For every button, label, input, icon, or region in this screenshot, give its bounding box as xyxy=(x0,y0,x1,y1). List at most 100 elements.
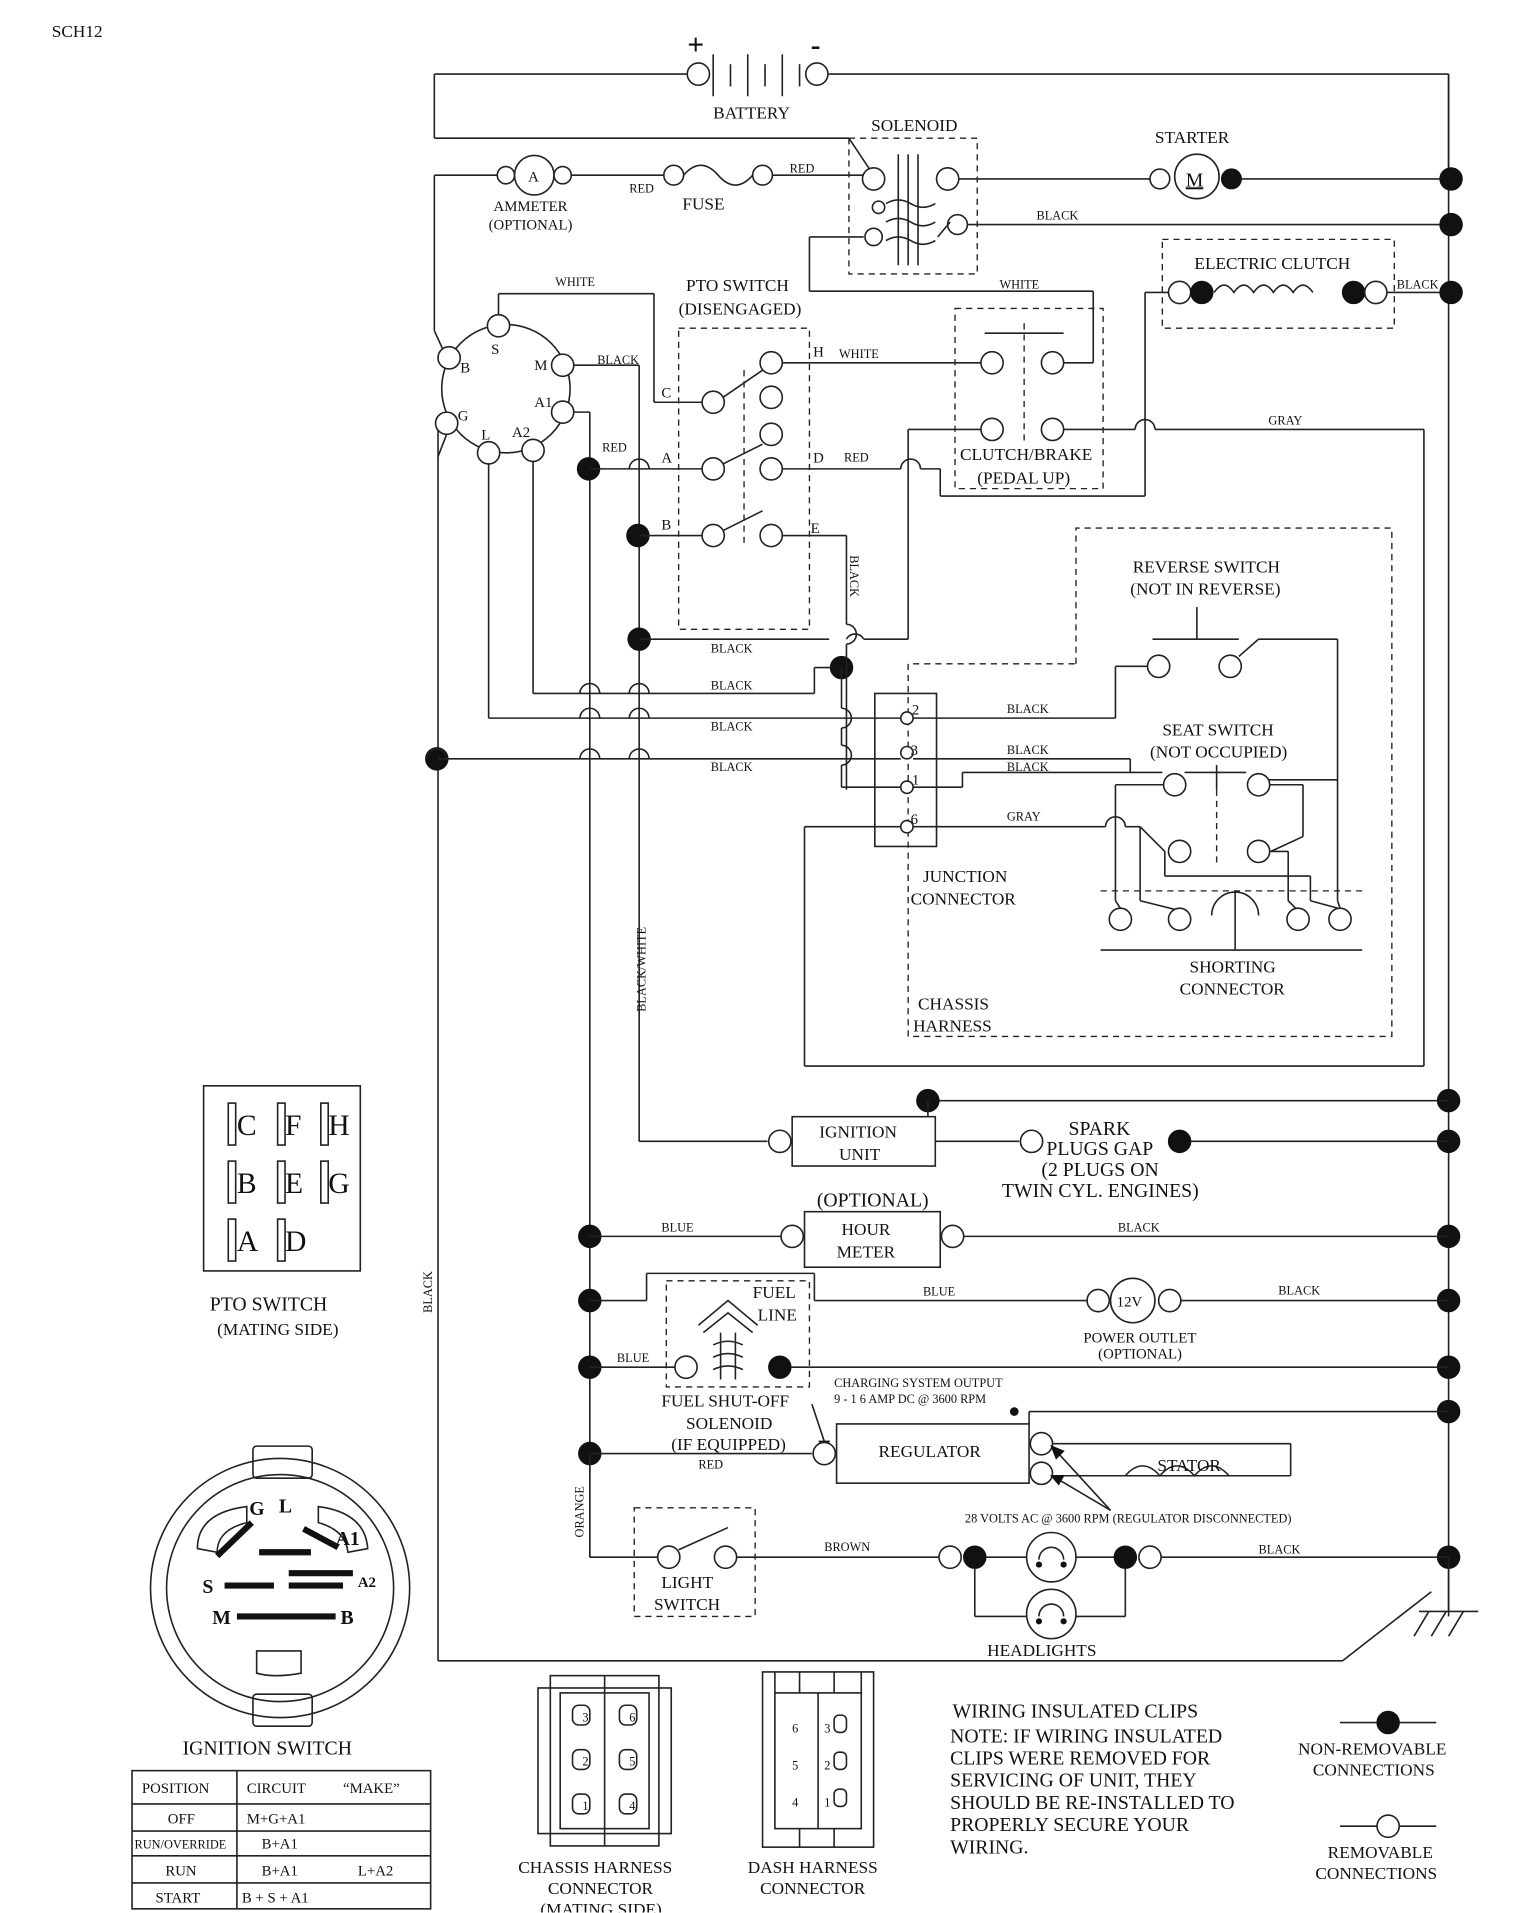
pto-terminal-c: C xyxy=(661,385,671,401)
fuel-line-label-2: LINE xyxy=(758,1305,797,1324)
spark-plugs-label-2: PLUGS GAP xyxy=(1046,1138,1153,1160)
notes-line-1: WIRING INSULATED CLIPS xyxy=(953,1701,1199,1723)
ignition-face-b: B xyxy=(341,1607,354,1629)
spark-plugs-label-4: TWIN CYL. ENGINES) xyxy=(1002,1180,1199,1202)
pto-mating-letter-c: C xyxy=(237,1110,257,1142)
wire-label-gray: GRAY xyxy=(1268,413,1302,427)
ignition-terminal-b: B xyxy=(460,361,470,377)
dash-harness-connector: 6 3 5 2 4 1 DASH HARNESS CONNECTOR xyxy=(748,1671,878,1898)
junction-pin-2: 2 xyxy=(912,702,919,718)
hour-meter-optional: (OPTIONAL) xyxy=(817,1190,929,1212)
power-outlet-symbol: 12V xyxy=(1117,1295,1143,1311)
table-row-start-position: START xyxy=(155,1891,200,1907)
light-switch-label-2: SWITCH xyxy=(654,1595,720,1614)
junction-label-1: JUNCTION xyxy=(923,867,1008,886)
wire-label-blue: BLUE xyxy=(923,1285,955,1299)
pto-mating-grid: C F H B E G A D xyxy=(227,1102,350,1262)
fuse: FUSE xyxy=(663,164,774,214)
wire-label-black: BLACK xyxy=(1259,1542,1301,1556)
table-header-make: “MAKE” xyxy=(343,1781,400,1797)
regulator: REGULATOR xyxy=(812,1423,1054,1486)
wire-label-black: BLACK xyxy=(1118,1220,1160,1234)
shorting-connector: SHORTING CONNECTOR xyxy=(1100,890,1368,999)
seat-switch-label: SEAT SWITCH xyxy=(1162,720,1273,739)
junction-pin-1: 1 xyxy=(912,773,919,789)
wire-label-white: WHITE xyxy=(999,278,1039,292)
table-row-run-position: RUN xyxy=(165,1864,197,1880)
wire-crossovers xyxy=(426,458,650,759)
wire-label-red: RED xyxy=(602,441,627,455)
pto-terminal-h: H xyxy=(813,345,824,361)
ignition-circuit-table: POSITION CIRCUIT “MAKE” OFF M+G+A1 RUN/O… xyxy=(131,1769,432,1910)
headlights-label: HEADLIGHTS xyxy=(987,1641,1096,1660)
ammeter: A AMMETER (OPTIONAL) xyxy=(489,154,573,234)
schematic-code: SCH12 xyxy=(52,22,103,41)
fuel-line-label-1: FUEL xyxy=(753,1283,796,1302)
fuel-shutoff-solenoid: FUEL LINE FUEL SHUT-OFF SOLENOID (IF EQU… xyxy=(661,1280,811,1454)
fuel-solenoid-label-3: (IF EQUIPPED) xyxy=(671,1435,786,1454)
wire-label-brown: BROWN xyxy=(824,1540,870,1554)
wire-label-gray: GRAY xyxy=(1007,810,1041,824)
junction-label-2: CONNECTOR xyxy=(911,889,1017,908)
light-switch-label-1: LIGHT xyxy=(661,1573,713,1592)
battery: + - BATTERY xyxy=(433,29,1450,179)
spark-plugs-label-3: (2 PLUGS ON xyxy=(1041,1159,1158,1181)
table-row-run-circuit: B+A1 xyxy=(262,1864,298,1880)
junction-connector: 2 3 1 6 JUNCTION CONNECTOR xyxy=(874,692,1017,908)
notes-line-4: SERVICING OF UNIT, THEY xyxy=(950,1770,1197,1792)
ignition-face-l: L xyxy=(279,1496,292,1518)
pto-switch-label: PTO SWITCH xyxy=(686,276,789,295)
notes-line-5: SHOULD BE RE-INSTALLED TO xyxy=(950,1792,1234,1814)
battery-label: BATTERY xyxy=(713,103,790,122)
ignition-terminal-a2: A2 xyxy=(512,425,530,441)
ignition-face-a2: A2 xyxy=(358,1575,376,1591)
dash-pin-3: 3 xyxy=(824,1721,830,1735)
table-row-start-circuit: B + S + A1 xyxy=(242,1891,309,1907)
table-row-override-circuit: B+A1 xyxy=(262,1836,298,1852)
clutch-brake-label: CLUTCH/BRAKE xyxy=(960,445,1092,464)
pto-mating-letter-f: F xyxy=(285,1110,301,1142)
dash-connector-label-1: DASH HARNESS xyxy=(748,1858,878,1877)
pto-terminal-e: E xyxy=(811,521,820,537)
pto-terminal-b: B xyxy=(661,517,671,533)
dash-pin-4: 4 xyxy=(792,1795,798,1809)
spark-plugs-label-1: SPARK xyxy=(1069,1118,1132,1140)
wire-label-white: WHITE xyxy=(555,275,595,289)
ignition-terminal-g: G xyxy=(458,409,469,425)
stator-note: 28 VOLTS AC @ 3600 RPM (REGULATOR DISCON… xyxy=(965,1512,1292,1526)
notes-line-7: WIRING. xyxy=(950,1836,1028,1858)
wire-label-blue: BLUE xyxy=(661,1220,693,1234)
wire-label-black: BLACK xyxy=(1397,278,1439,292)
legend: NON-REMOVABLE CONNECTIONS REMOVABLE CONN… xyxy=(1298,1710,1446,1883)
charging-output-label-1: CHARGING SYSTEM OUTPUT xyxy=(834,1376,1003,1390)
ignition-switch-title: IGNITION SWITCH xyxy=(183,1738,352,1760)
ignition-terminal-s: S xyxy=(491,342,499,358)
pto-mating-letter-g: G xyxy=(328,1168,349,1200)
pto-terminal-a: A xyxy=(661,451,672,467)
wire-label-black: BLACK xyxy=(1278,1283,1320,1297)
electric-clutch-label: ELECTRIC CLUTCH xyxy=(1194,254,1350,273)
headlights: HEADLIGHTS xyxy=(938,1531,1162,1660)
stator: STATOR 28 VOLTS AC @ 3600 RPM (REGULATOR… xyxy=(965,1442,1292,1526)
fuse-label: FUSE xyxy=(682,195,724,214)
wiring-notes: WIRING INSULATED CLIPS NOTE: IF WIRING I… xyxy=(950,1701,1234,1859)
ignition-switch-face: G L A1 A2 S M B IGNITION SWITCH xyxy=(149,1445,411,1760)
chassis-connector-label-3: (MATING SIDE) xyxy=(540,1900,661,1913)
notes-line-2: NOTE: IF WIRING INSULATED xyxy=(950,1725,1222,1747)
fuel-solenoid-label-2: SOLENOID xyxy=(686,1414,772,1433)
chassis-pin-5: 5 xyxy=(629,1755,635,1769)
table-row-off-position: OFF xyxy=(168,1812,195,1828)
pto-mating-letter-h: H xyxy=(328,1110,349,1142)
wire-label-red: RED xyxy=(698,1457,723,1471)
starter-label: STARTER xyxy=(1155,128,1230,147)
chassis-pin-6: 6 xyxy=(629,1710,635,1724)
chassis-pin-3: 3 xyxy=(582,1710,588,1724)
ignition-face-m: M xyxy=(212,1607,231,1629)
pto-mating-letter-b: B xyxy=(237,1168,257,1200)
shorting-connector-label-1: SHORTING xyxy=(1189,957,1275,976)
ignition-unit: IGNITION UNIT xyxy=(767,1115,937,1167)
pto-terminal-d: D xyxy=(813,451,824,467)
hour-meter: (OPTIONAL) HOUR METER xyxy=(780,1190,965,1269)
